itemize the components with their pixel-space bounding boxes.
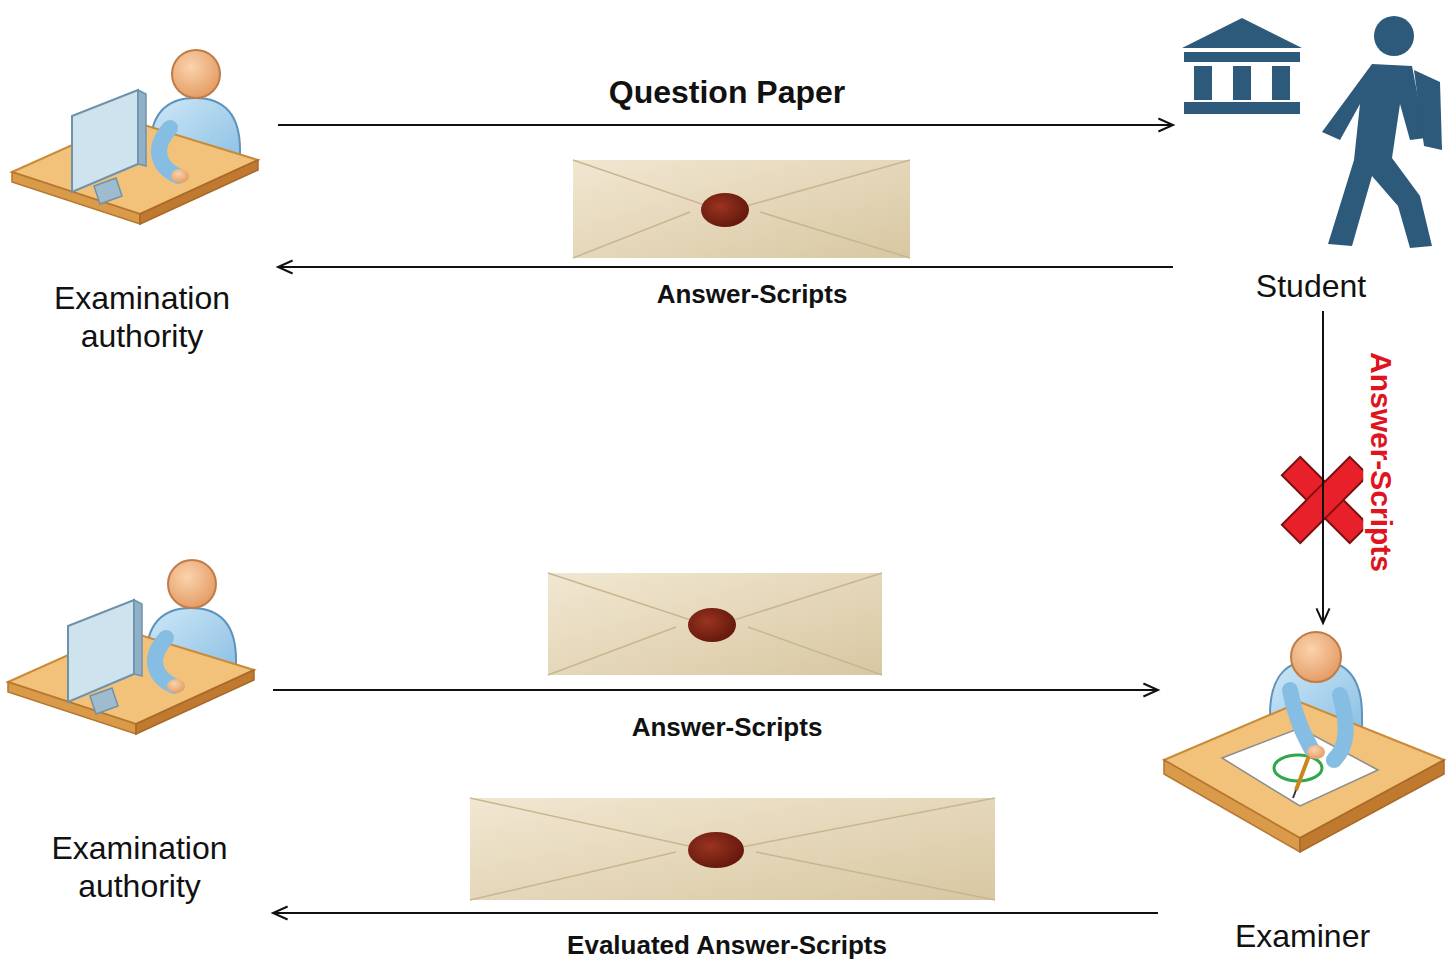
arrow-head (1316, 608, 1329, 623)
arrow-head (273, 906, 288, 919)
authority-icon (8, 560, 254, 734)
node-label: Examination authority (8, 829, 271, 905)
student-node: Student (1175, 10, 1447, 305)
node-label: Examination authority (8, 279, 276, 355)
arrow-head (278, 260, 293, 273)
edge-label: Answer-Scripts (654, 280, 851, 310)
arrow-head (1158, 118, 1173, 131)
flow-arrow (273, 906, 1158, 919)
sealed-envelope (548, 573, 882, 675)
flow-arrow (278, 118, 1173, 131)
arrow-line (273, 912, 1158, 914)
arrow-line (273, 689, 1158, 691)
edge-label: Answer-Scripts (629, 713, 826, 743)
sealed-envelope (470, 798, 995, 900)
examiner-icon (1164, 632, 1444, 852)
edge-label: Answer-Scripts (1364, 349, 1399, 575)
edge-label: Question Paper (606, 74, 849, 111)
sealed-envelope (573, 160, 910, 258)
arrow-head (1143, 683, 1158, 696)
authority-node: Examination authority (8, 55, 276, 355)
node-label: Student (1256, 267, 1366, 305)
flow-arrow (278, 260, 1173, 273)
flow-arrow (273, 683, 1158, 696)
examiner-node: Examiner (1160, 625, 1445, 955)
arrow-line (1322, 311, 1324, 623)
flow-arrow (1316, 311, 1329, 623)
student-icon (1182, 16, 1442, 248)
edge-label: Evaluated Answer-Scripts (564, 931, 890, 961)
authority-node: Examination authority (8, 560, 271, 905)
authority-icon (12, 50, 258, 224)
node-label: Examiner (1235, 917, 1370, 955)
arrow-line (278, 124, 1173, 126)
arrow-line (278, 266, 1173, 268)
